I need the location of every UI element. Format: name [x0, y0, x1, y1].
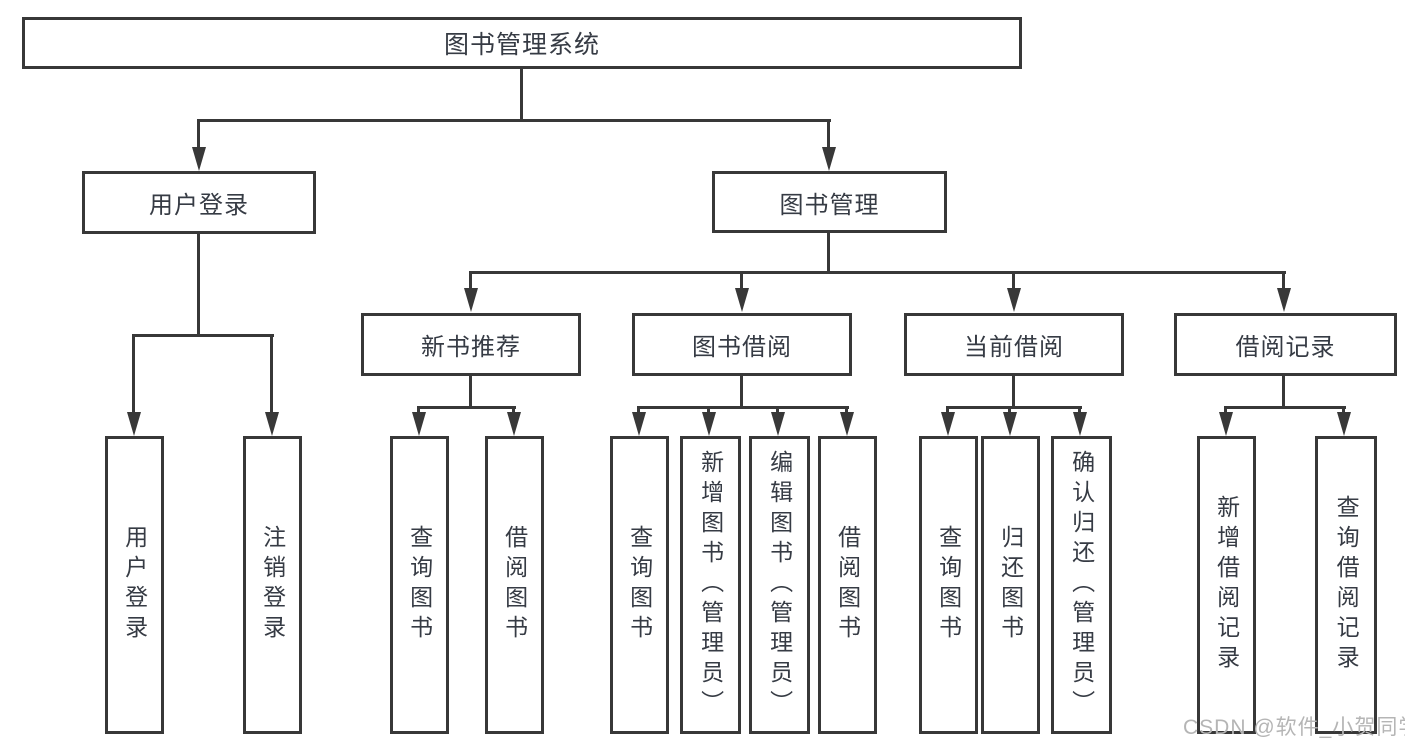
- connector-vline: [827, 119, 830, 149]
- node-label: 图书管理系统: [443, 31, 600, 59]
- node-leaf-query-books-2: 查询图书: [610, 436, 669, 734]
- connector-vline: [1342, 406, 1345, 416]
- arrowhead-down-icon: [1277, 288, 1291, 312]
- node-label: 图书借阅: [692, 334, 792, 361]
- arrowhead-down-icon: [1003, 412, 1017, 436]
- connector-vline: [776, 406, 779, 416]
- node-label: 新增图书（管理员）: [697, 450, 724, 720]
- node-label: 查询图书: [626, 525, 653, 645]
- connector-vline: [740, 271, 743, 291]
- node-label: 确认归还（管理员）: [1068, 450, 1095, 720]
- node-label: 查询借阅记录: [1333, 495, 1360, 675]
- connector-vline: [417, 406, 420, 416]
- node-label: 借阅图书: [834, 525, 861, 645]
- node-user-login: 用户登录: [82, 171, 316, 234]
- connector-vline: [946, 406, 949, 416]
- node-leaf-logout: 注销登录: [243, 436, 302, 734]
- node-leaf-query-borrow-record: 查询借阅记录: [1315, 436, 1377, 734]
- connector-vline: [132, 334, 135, 416]
- node-label: 归还图书: [997, 525, 1024, 645]
- connector-vline: [1224, 406, 1227, 416]
- arrowhead-down-icon: [1007, 288, 1021, 312]
- connector-vline: [1008, 406, 1011, 416]
- connector-vline: [1282, 375, 1285, 408]
- node-label: 用户登录: [149, 192, 249, 219]
- arrowhead-down-icon: [702, 412, 716, 436]
- connector-hline: [1224, 406, 1346, 409]
- arrowhead-down-icon: [822, 147, 836, 171]
- connector-vline: [270, 334, 273, 416]
- node-label: 图书管理: [779, 191, 880, 219]
- node-leaf-confirm-return: 确认归还（管理员）: [1051, 436, 1112, 734]
- arrowhead-down-icon: [192, 147, 206, 171]
- arrowhead-down-icon: [941, 412, 955, 436]
- node-leaf-edit-books: 编辑图书（管理员）: [749, 436, 810, 734]
- arrowhead-down-icon: [632, 412, 646, 436]
- connector-vline: [197, 233, 200, 336]
- connector-vline: [469, 271, 472, 291]
- csdn-watermark: CSDN @软件_小贺同学: [1183, 716, 1405, 739]
- node-leaf-query-books-1: 查询图书: [390, 436, 449, 734]
- arrowhead-down-icon: [127, 412, 141, 436]
- node-label: 查询图书: [935, 525, 962, 645]
- connector-vline: [197, 119, 200, 149]
- arrowhead-down-icon: [265, 412, 279, 436]
- node-leaf-borrow-books-1: 借阅图书: [485, 436, 544, 734]
- arrowhead-down-icon: [840, 412, 854, 436]
- node-root-system: 图书管理系统: [22, 17, 1022, 69]
- node-label: 借阅图书: [501, 525, 528, 645]
- connector-vline: [469, 375, 472, 408]
- node-leaf-user-login: 用户登录: [105, 436, 164, 734]
- node-borrow-records: 借阅记录: [1174, 313, 1397, 376]
- connector-vline: [1012, 271, 1015, 291]
- node-label: 借阅记录: [1235, 334, 1336, 361]
- arrowhead-down-icon: [1219, 412, 1233, 436]
- arrowhead-down-icon: [1337, 412, 1351, 436]
- node-new-book-recommend: 新书推荐: [361, 313, 581, 376]
- node-leaf-add-borrow-record: 新增借阅记录: [1197, 436, 1256, 734]
- node-leaf-return-books: 归还图书: [981, 436, 1040, 734]
- node-label: 新增借阅记录: [1213, 495, 1240, 675]
- arrowhead-down-icon: [412, 412, 426, 436]
- node-label: 新书推荐: [421, 334, 521, 361]
- connector-vline: [512, 406, 515, 416]
- connector-hline: [417, 406, 516, 409]
- connector-vline: [740, 375, 743, 408]
- connector-hline: [197, 119, 831, 122]
- connector-vline: [1012, 375, 1015, 408]
- node-leaf-borrow-books-2: 借阅图书: [818, 436, 877, 734]
- connector-vline: [1078, 406, 1081, 416]
- connector-hline: [637, 406, 849, 409]
- node-label: 用户登录: [121, 525, 148, 645]
- node-label: 当前借阅: [964, 334, 1064, 361]
- connector-hline: [946, 406, 1082, 409]
- node-book-management: 图书管理: [712, 171, 947, 233]
- arrowhead-down-icon: [735, 288, 749, 312]
- connector-hline: [132, 334, 274, 337]
- arrowhead-down-icon: [771, 412, 785, 436]
- node-leaf-query-books-3: 查询图书: [919, 436, 978, 734]
- connector-vline: [707, 406, 710, 416]
- connector-vline: [1282, 271, 1285, 291]
- connector-vline: [637, 406, 640, 416]
- arrowhead-down-icon: [1073, 412, 1087, 436]
- node-current-borrow: 当前借阅: [904, 313, 1124, 376]
- arrowhead-down-icon: [464, 288, 478, 312]
- arrowhead-down-icon: [507, 412, 521, 436]
- node-book-borrow: 图书借阅: [632, 313, 852, 376]
- node-leaf-add-books: 新增图书（管理员）: [680, 436, 741, 734]
- connector-vline: [520, 69, 523, 121]
- node-label: 编辑图书（管理员）: [766, 450, 793, 720]
- connector-vline: [845, 406, 848, 416]
- node-label: 查询图书: [406, 525, 433, 645]
- connector-hline: [469, 271, 1286, 274]
- connector-vline: [827, 232, 830, 273]
- node-label: 注销登录: [259, 525, 286, 645]
